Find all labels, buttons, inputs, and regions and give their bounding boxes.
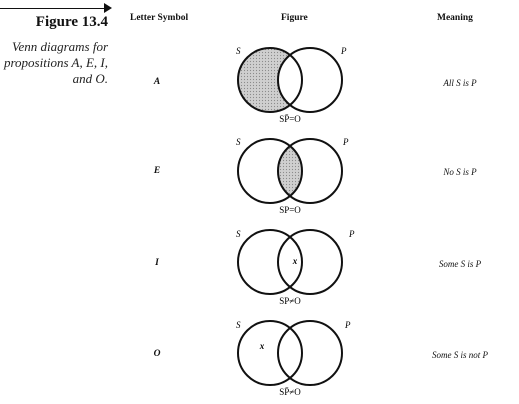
circle-s-o xyxy=(237,320,303,386)
formula-o: SP̄≠O xyxy=(279,387,301,397)
label-s-e: S xyxy=(236,137,241,147)
label-p-a: P xyxy=(340,46,347,56)
circle-s-e xyxy=(237,138,303,204)
figure-description: Venn diagrams for propositions A, E, I, … xyxy=(3,39,108,86)
formula-e: SP=O xyxy=(279,205,301,215)
x-mark-o: x xyxy=(259,341,265,351)
formula-i: SP≠O xyxy=(279,296,301,306)
venn-row-i: S P x SP≠O xyxy=(236,229,355,306)
label-s-o: S xyxy=(236,320,241,330)
header-meaning: Meaning xyxy=(437,13,473,23)
caption-arrow-icon xyxy=(104,3,112,13)
row-i-meaning: Some S is P xyxy=(438,259,482,269)
circle-s-a xyxy=(237,47,303,113)
circle-s-i xyxy=(237,229,303,295)
circle-p-a xyxy=(277,47,343,113)
figure-label: Figure 13.4 xyxy=(35,14,108,30)
caption-rule xyxy=(0,8,104,9)
row-o-letter: O xyxy=(153,349,161,359)
row-o-meaning: Some S is not P xyxy=(432,350,488,360)
circle-p-i xyxy=(277,229,343,295)
header-figure: Figure xyxy=(281,13,308,23)
header-letter-symbol: Letter Symbol xyxy=(130,13,189,23)
label-s-a: S xyxy=(236,46,241,56)
shaded-region-e xyxy=(278,139,302,203)
venn-row-e: S P SP=O xyxy=(236,137,349,215)
row-e-meaning: No S is P xyxy=(443,167,477,177)
venn-row-a: S P SP̄=O xyxy=(236,46,347,124)
row-i-letter: I xyxy=(155,258,159,268)
label-s-i: S xyxy=(236,229,241,239)
circle-p-o xyxy=(277,320,343,386)
label-p-o: P xyxy=(344,320,351,330)
venn-row-o: S P x SP̄≠O xyxy=(236,320,351,397)
label-p-i: P xyxy=(348,229,355,239)
row-a-letter: A xyxy=(153,77,161,87)
row-a-meaning: All S is P xyxy=(443,78,477,88)
label-p-e: P xyxy=(342,137,349,147)
row-e-letter: E xyxy=(153,166,161,176)
formula-a: SP̄=O xyxy=(279,114,301,124)
circle-p-e xyxy=(277,138,343,204)
x-mark-i: x xyxy=(292,256,298,266)
shaded-region-a xyxy=(238,48,302,112)
